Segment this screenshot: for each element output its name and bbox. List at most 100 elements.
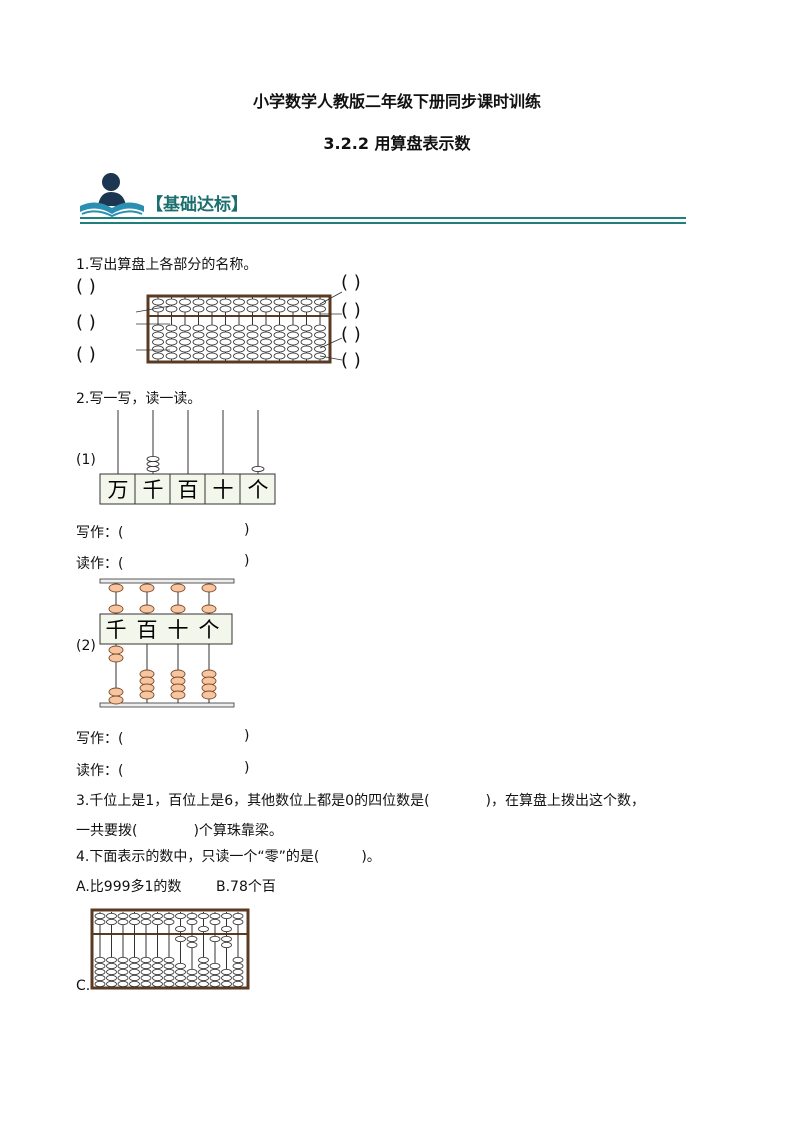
lower-bead: [206, 324, 218, 332]
lower-bead: [152, 980, 163, 988]
lower-bead: [273, 345, 286, 353]
place-label-0: 万: [108, 478, 129, 502]
upper-bead: [206, 305, 218, 313]
lower-bead: [186, 935, 198, 943]
lower-bead: [94, 962, 106, 970]
lower-bead: [232, 980, 244, 988]
lower-bead: [260, 331, 272, 339]
upper-bead: [198, 912, 209, 920]
lower-bead: [186, 941, 198, 949]
lower-bead: [129, 980, 140, 988]
lower-bead: [163, 968, 175, 976]
read-label-1: 读作：(: [76, 556, 124, 572]
lower-bead: [163, 974, 175, 982]
lower-bead: [314, 345, 326, 353]
lower-bead: [233, 352, 245, 360]
lower-bead: [221, 974, 232, 982]
question-4: 4.下面表示的数中，只读一个“零”的是( )。: [76, 849, 381, 865]
lower-bead: [206, 331, 218, 339]
bottom-bar: [99, 702, 235, 708]
pointer-line: [319, 337, 343, 349]
upper-bead: [117, 918, 129, 926]
upper-bead: [232, 918, 244, 926]
place-label-2: 十: [168, 618, 189, 642]
section-divider: [80, 217, 686, 219]
lower-bead: [206, 352, 218, 360]
lower-bead: [108, 653, 124, 663]
lower-bead: [221, 980, 232, 988]
top-bead: [108, 583, 124, 593]
lower-bead: [287, 324, 299, 332]
lower-bead: [206, 338, 218, 346]
lower-bead: [198, 980, 209, 988]
lower-bead: [198, 962, 209, 970]
write-close-2: ): [244, 728, 250, 744]
lower-bead: [300, 345, 313, 353]
lower-bead: [163, 956, 175, 964]
lower-bead: [186, 974, 198, 982]
question-1: 1.写出算盘上各部分的名称。: [76, 257, 258, 273]
lower-bead: [233, 324, 245, 332]
place-cell: [239, 473, 276, 505]
lower-bead: [209, 962, 221, 970]
pointer-line: [319, 291, 343, 305]
lower-bead: [300, 331, 313, 339]
counting-frame-q2-1: 万千百十个: [99, 410, 276, 505]
lower-bead: [273, 331, 286, 339]
lower-bead: [219, 352, 232, 360]
upper-bead: [106, 912, 117, 920]
top-bead: [139, 583, 155, 593]
lower-bead: [175, 968, 186, 976]
place-cell: [99, 473, 136, 505]
section-divider-lower: [80, 222, 686, 224]
upper-bead: [314, 305, 326, 313]
lower-bead: [232, 974, 244, 982]
upper-bead: [287, 298, 299, 306]
upper-bead: [163, 912, 175, 920]
upper-bead: [175, 925, 186, 933]
upper-bead: [186, 912, 198, 920]
read-close-1: ): [244, 553, 250, 569]
lower-bead: [260, 345, 272, 353]
lower-bead: [129, 962, 140, 970]
lower-bead: [314, 338, 326, 346]
lower-bead: [221, 941, 232, 949]
lower-bead: [246, 324, 259, 332]
place-cell: [204, 473, 241, 505]
lower-bead: [232, 968, 244, 976]
lower-bead: [129, 974, 140, 982]
upper-bead: [209, 918, 221, 926]
beam-label-box: [99, 613, 233, 645]
option-b: B.78个百: [216, 879, 276, 895]
page-subtitle: 3.2.2 用算盘表示数: [323, 134, 471, 153]
upper-bead: [209, 912, 221, 920]
lower-bead: [192, 338, 205, 346]
lower-bead: [152, 331, 164, 339]
lower-bead: [186, 968, 198, 976]
lower-bead: [209, 974, 221, 982]
upper-bead: [219, 298, 232, 306]
part-1-label: (1): [76, 452, 96, 468]
lower-bead: [94, 956, 106, 964]
lower-bead: [186, 980, 198, 988]
upper-bead: [94, 912, 106, 920]
upper-bead: [221, 912, 232, 920]
lower-bead: [246, 338, 259, 346]
lower-bead: [106, 956, 117, 964]
lower-bead: [179, 338, 191, 346]
lower-bead: [108, 695, 124, 705]
lower-bead: [287, 331, 299, 339]
lower-bead: [246, 352, 259, 360]
bead: [146, 465, 160, 473]
upper-bead: [152, 912, 163, 920]
upper-bead: [165, 305, 178, 313]
reader-book-icon: [80, 173, 144, 218]
place-label-1: 百: [137, 618, 158, 642]
lower-bead: [232, 962, 244, 970]
place-cell: [134, 473, 171, 505]
write-label-2: 写作：(: [76, 731, 124, 747]
upper-bead: [300, 298, 313, 306]
lower-bead: [94, 968, 106, 976]
lower-bead: [108, 645, 124, 655]
place-label-4: 个: [248, 478, 269, 502]
